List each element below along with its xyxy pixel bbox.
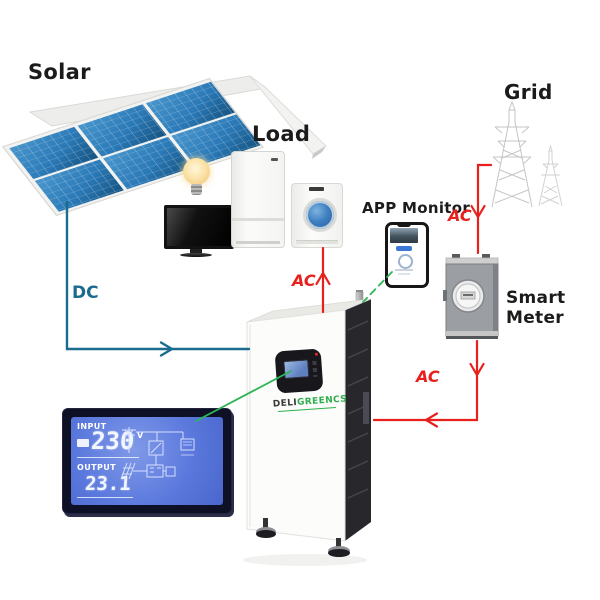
label-load: Load [252, 122, 311, 146]
label-ac-meter: AC [416, 367, 440, 386]
lcd-mini-diagram [120, 427, 195, 480]
app-monitor-phone [385, 222, 429, 288]
lcd-input-unit: V [137, 431, 144, 440]
dc-line [65, 200, 251, 357]
label-grid: Grid [504, 80, 553, 104]
washing-machine-icon [291, 183, 343, 248]
lcd-divider [77, 497, 133, 498]
lcd-screen: INPUT 230 V OUTPUT 23.1 [71, 417, 223, 505]
light-bulb-base [191, 184, 202, 195]
label-ac-grid: AC [448, 206, 472, 225]
phone-app-text-line [395, 269, 413, 271]
lcd-divider [77, 457, 139, 458]
washer-door [303, 198, 337, 232]
ac-line-battery-to-load [315, 246, 331, 314]
phone-notch [397, 224, 411, 227]
grid-towers [491, 100, 563, 208]
remote-lcd-monitor: INPUT 230 V OUTPUT 23.1 [62, 408, 232, 514]
link-line-phone [362, 271, 393, 303]
label-ac-load: AC [292, 271, 316, 290]
smart-meter [443, 254, 499, 339]
lcd-mode-tag [77, 439, 89, 447]
label-dc: DC [72, 283, 99, 303]
fridge-handle [271, 158, 278, 161]
fridge-grill [236, 241, 280, 244]
tv-foot [180, 253, 212, 257]
fridge-icon [231, 151, 285, 248]
phone-app-banner [390, 228, 418, 243]
label-solar: Solar [28, 60, 91, 84]
link-line-lcd [195, 370, 292, 422]
light-bulb-icon [183, 158, 210, 185]
phone-app-text-line [398, 273, 410, 275]
phone-app-button [396, 246, 412, 251]
lcd-input-label: INPUT [77, 422, 107, 431]
ac-line-grid-to-meter [470, 163, 493, 255]
tv-stand [190, 249, 202, 254]
ac-line-meter-to-battery [372, 339, 485, 428]
phone-app-gauge [398, 254, 413, 269]
washer-base [296, 240, 338, 244]
fridge-freezer-split [232, 218, 284, 221]
lcd-output-label: OUTPUT [77, 463, 116, 472]
solar-panel [1, 77, 265, 217]
label-smart-meter: Smart Meter [506, 288, 566, 328]
washer-control-panel [309, 187, 324, 191]
label-app-monitor: APP Monitor [362, 199, 471, 217]
